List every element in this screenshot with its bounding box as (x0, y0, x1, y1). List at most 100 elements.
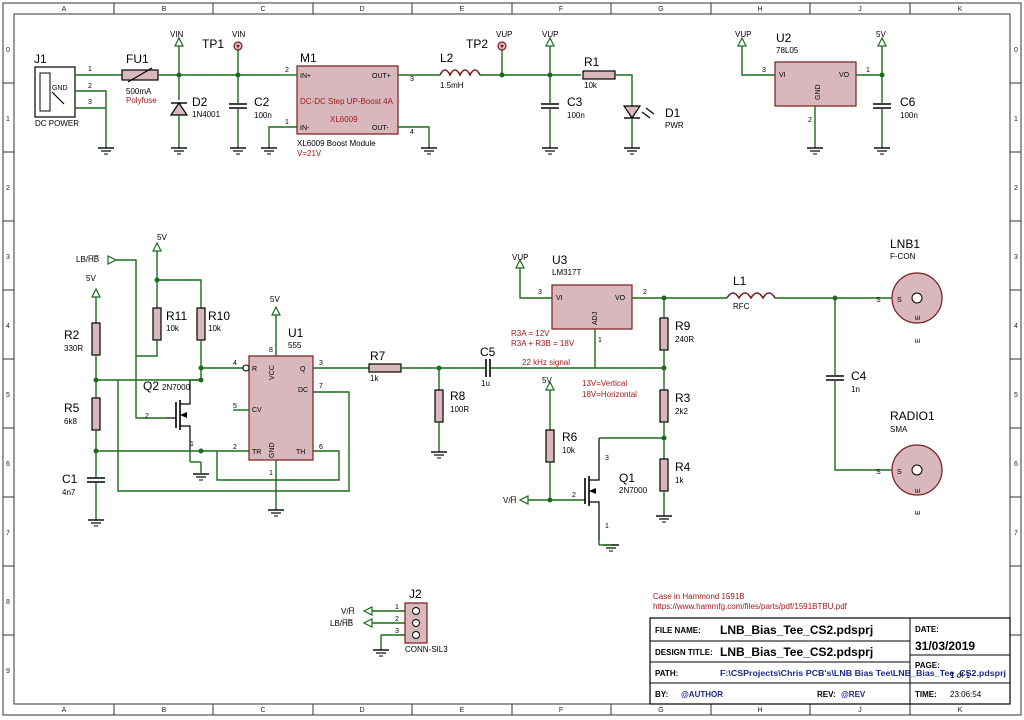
u3-pin: 1 (598, 337, 602, 344)
r8-ref: R8 (450, 389, 466, 403)
5v-flag-1: 5V (876, 30, 886, 39)
tb-by: @AUTHOR (681, 690, 723, 699)
col-label: G (658, 6, 663, 13)
q2-pin: 2 (145, 413, 149, 420)
m1-out-minus: OUT- (372, 125, 389, 132)
r11-ref: R11 (166, 309, 187, 323)
row-label: 0 (6, 47, 10, 54)
u1-tr: TR (252, 449, 261, 456)
c6-ref: C6 (900, 95, 916, 109)
u1-pin: 5 (233, 403, 237, 410)
j2-ref: J2 (409, 587, 422, 601)
c5-value: 1u (481, 379, 490, 388)
tb-page: 1 of 1 (950, 671, 971, 680)
col-label: B (162, 6, 167, 13)
m1-pin: 2 (285, 67, 289, 74)
tb-date: 31/03/2019 (915, 639, 975, 653)
radio1-e-pin: E (915, 510, 922, 515)
u1-dc: DC (298, 387, 308, 394)
m1-out-plus: OUT+ (372, 73, 391, 80)
radio1-sma-connector: RADIO1 SMA S S E E (876, 409, 943, 515)
c5-ref: C5 (480, 345, 496, 359)
col-label: G (658, 707, 663, 714)
j1-ref: J1 (34, 52, 47, 66)
r7-value: 1k (370, 374, 379, 383)
u3-adj: ADJ (592, 312, 599, 325)
tb-by-caption: BY: (655, 690, 668, 699)
lnb1-e-label: E (915, 315, 922, 320)
grid-row-labels-left: 0 1 2 3 4 5 6 7 8 9 (6, 47, 10, 675)
l2-value: 1.5mH (440, 81, 464, 90)
j2-vh-label: V/H̅ (341, 607, 355, 616)
r4-value: 1k (675, 476, 684, 485)
d2-ref: D2 (192, 95, 208, 109)
u2-value: 78L05 (776, 46, 799, 55)
m1-pin: 4 (410, 129, 414, 136)
tb-path-caption: PATH: (655, 669, 678, 678)
q2-value: 2N7000 (162, 383, 191, 392)
5v-flag-5: 5V (542, 376, 552, 385)
row-label: 4 (1014, 323, 1018, 330)
r9-value: 240R (675, 335, 694, 344)
lnb1-s-label: S (897, 297, 902, 304)
col-label: C (260, 707, 265, 714)
row-label: 4 (6, 323, 10, 330)
q1-pin: 3 (605, 455, 609, 462)
m1-ref: M1 (300, 51, 317, 65)
d2-diode: D2 1N4001 (169, 95, 221, 119)
13v-note: 13V=Vertical (582, 379, 627, 388)
u1-ref: U1 (288, 326, 304, 340)
r3-value: 2k2 (675, 407, 688, 416)
r8-value: 100R (450, 405, 469, 414)
r2-value: 330R (64, 344, 83, 353)
j1-pin-1: 1 (88, 66, 92, 73)
row-label: 2 (6, 185, 10, 192)
r6-ref: R6 (562, 430, 578, 444)
m1-line1: DC-DC Step UP-Boost 4A (300, 97, 394, 106)
c4-value: 1n (851, 385, 860, 394)
tb-time-caption: TIME: (915, 690, 937, 699)
5v-flag-4: 5V (270, 295, 280, 304)
col-label: F (559, 707, 563, 714)
c2-value: 100n (254, 111, 272, 120)
m1-note: V=21V (297, 149, 322, 158)
col-label: A (62, 6, 67, 13)
col-label: J (858, 6, 862, 13)
l1-ref: L1 (733, 274, 747, 288)
q2-mosfet: Q2 2N7000 2 1 (143, 379, 194, 450)
tb-date-caption: DATE: (915, 625, 939, 634)
fu1-polyfuse: FU1 500mA Polyfuse (121, 52, 159, 105)
r6-value: 10k (562, 446, 576, 455)
u2-regulator: U2 78L05 VI VO GND 3 1 2 (762, 31, 870, 124)
row-label: 5 (1014, 392, 1018, 399)
u3-pin: 3 (538, 289, 542, 296)
row-label: 5 (6, 392, 10, 399)
r2-ref: R2 (64, 328, 80, 342)
l2-ref: L2 (440, 51, 454, 65)
fu1-ref: FU1 (126, 52, 149, 66)
c2-ref: C2 (254, 95, 270, 109)
5v-flag-3: 5V (157, 233, 167, 242)
col-label: D (359, 707, 364, 714)
c6-value: 100n (900, 111, 918, 120)
d2-value: 1N4001 (192, 110, 221, 119)
18v-note: 18V=Horizontal (582, 390, 637, 399)
tb-file-name-caption: FILE NAME: (655, 626, 701, 635)
u1-pin: 2 (233, 444, 237, 451)
radio1-e-label: E (915, 488, 922, 493)
col-label: H (757, 6, 762, 13)
lnb1-s-pin: S (876, 297, 881, 304)
u1-pin: 4 (233, 360, 237, 367)
tb-time: 23:06:54 (950, 690, 982, 699)
r1-value: 10k (584, 81, 598, 90)
r5-ref: R5 (64, 401, 80, 415)
u1-value: 555 (288, 341, 302, 350)
col-label: E (460, 707, 465, 714)
j2-connector: J2 CONN-SIL3 1 2 3 (395, 587, 448, 654)
m1-line2: XL6009 (330, 115, 358, 124)
tb-design-title-caption: DESIGN TITLE: (655, 648, 713, 657)
vup-flag-2: VUP (735, 30, 751, 39)
lnb1-e-pin: E (915, 338, 922, 343)
r3b-note: R3A + R3B = 18V (511, 339, 575, 348)
